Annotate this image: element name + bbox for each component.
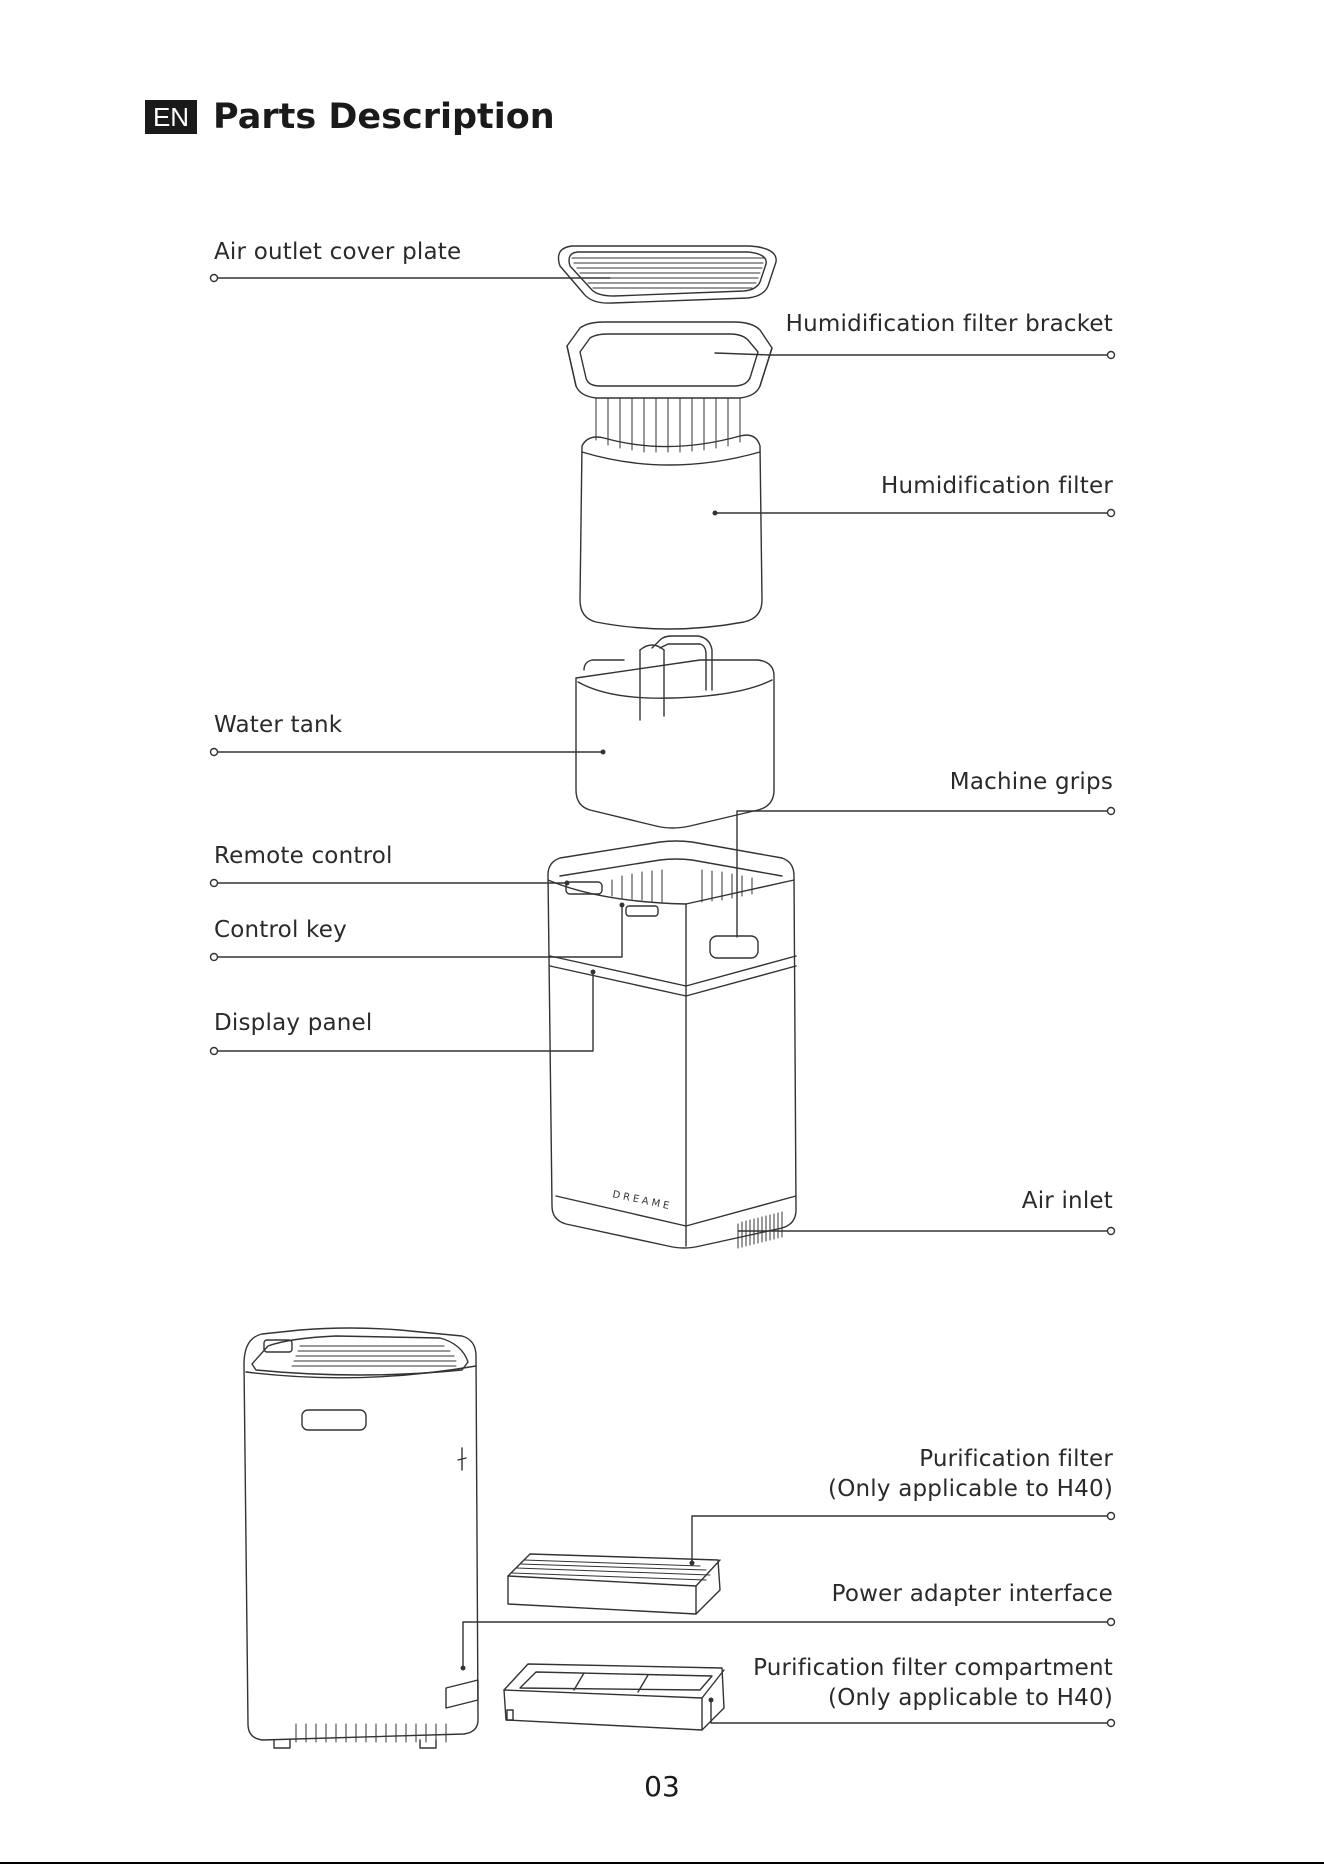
label-purification-filter-compartment: Purification filter compartment (Only ap… xyxy=(753,1653,1113,1713)
label-water-tank: Water tank xyxy=(214,712,343,738)
label-display-panel: Display panel xyxy=(214,1010,373,1036)
main-body xyxy=(547,840,797,1249)
label-purification-filter-line2: (Only applicable to H40) xyxy=(828,1476,1113,1502)
purification-filter-compartment xyxy=(503,1663,725,1731)
label-purification-filter-compartment-line1: Purification filter compartment xyxy=(753,1655,1113,1681)
air-outlet-cover-plate xyxy=(557,245,777,304)
label-air-outlet-cover-plate: Air outlet cover plate xyxy=(214,239,462,265)
label-humidification-filter-bracket: Humidification filter bracket xyxy=(785,311,1113,337)
language-badge: EN xyxy=(145,100,197,134)
assembled-unit xyxy=(243,1327,479,1749)
label-power-adapter-interface: Power adapter interface xyxy=(831,1581,1113,1607)
water-tank xyxy=(575,635,775,829)
label-purification-filter-line1: Purification filter xyxy=(919,1446,1113,1472)
label-air-inlet: Air inlet xyxy=(1021,1188,1113,1214)
leader-lines xyxy=(209,273,1116,1728)
brand-mark: DREAME xyxy=(611,1189,673,1212)
page-number: 03 xyxy=(644,1770,680,1803)
label-purification-filter: Purification filter (Only applicable to … xyxy=(828,1444,1113,1504)
humidification-filter xyxy=(579,397,763,630)
label-purification-filter-compartment-line2: (Only applicable to H40) xyxy=(828,1685,1113,1711)
label-remote-control: Remote control xyxy=(214,843,393,869)
page-title: Parts Description xyxy=(213,97,555,137)
label-machine-grips: Machine grips xyxy=(949,769,1113,795)
purification-filter xyxy=(507,1553,721,1615)
label-humidification-filter: Humidification filter xyxy=(881,473,1113,499)
bottom-rule xyxy=(0,1862,1324,1864)
humidification-filter-bracket xyxy=(566,321,773,399)
label-control-key: Control key xyxy=(214,917,347,943)
